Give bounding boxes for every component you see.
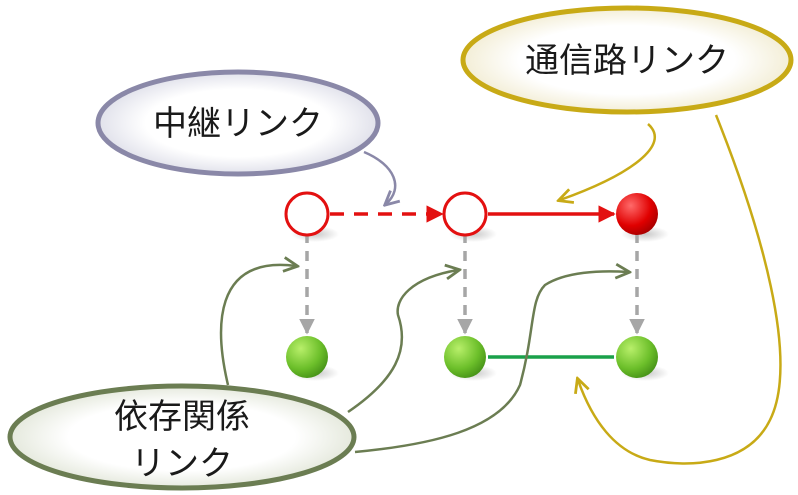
dependency-link-label-line1: 依存関係 (114, 397, 250, 437)
dependency-callout-arrow-1 (219, 265, 296, 386)
relay-node-hollow-left (284, 191, 330, 237)
channel-callout-arrow-top (560, 123, 656, 200)
relay-bubble: 中継リンク (95, 69, 381, 177)
red-node-right (616, 193, 658, 235)
dependency-callout-arrow-2 (347, 270, 458, 414)
channel-callout-arrow-bottom (578, 114, 782, 465)
relay-link-label: 中継リンク (153, 104, 323, 144)
dependency-link-label-line2: リンク (131, 444, 233, 484)
green-node-middle (444, 336, 486, 378)
channel-bubble: 通信路リンク (460, 5, 794, 115)
green-node-left (286, 336, 328, 378)
channel-link-label: 通信路リンク (525, 41, 729, 81)
relay-node-hollow-middle (442, 191, 488, 237)
green-node-right (616, 336, 658, 378)
dependency-bubble: 依存関係 リンク (7, 383, 357, 491)
relay-callout-arrow (363, 150, 395, 204)
dependency-callout-arrow-3 (354, 271, 628, 454)
